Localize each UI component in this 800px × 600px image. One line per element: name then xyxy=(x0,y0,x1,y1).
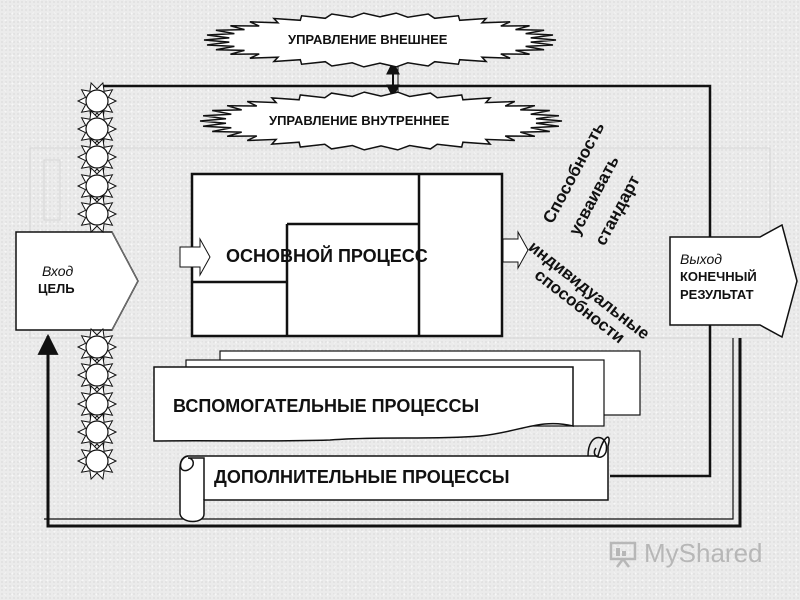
process-outlet-arrow xyxy=(502,230,529,270)
feedback-loop-line xyxy=(37,333,742,528)
additional-scroll-curl-left xyxy=(179,455,205,500)
main-process-label: ОСНОВНОЙ ПРОЦЕСС xyxy=(226,246,428,266)
input-arrow-shadow xyxy=(111,231,139,331)
presentation-board-icon xyxy=(609,541,637,568)
process-inlet-arrow xyxy=(179,237,211,277)
gear-icon xyxy=(76,441,118,481)
internal-control-cloud xyxy=(199,91,563,151)
gear-icon xyxy=(76,81,118,121)
additional-scroll-curl-right xyxy=(587,436,608,458)
output-title: Выход xyxy=(680,251,723,267)
output-line-1: КОНЕЧНЫЙ xyxy=(680,269,757,284)
output-arrow xyxy=(669,223,798,339)
gear-icon xyxy=(76,412,118,452)
output-box: Выход КОНЕЧНЫЙ РЕЗУЛЬТАТ xyxy=(680,250,757,304)
gear-icon xyxy=(76,137,118,177)
auxiliary-processes-label: ВСПОМОГАТЕЛЬНЫЕ ПРОЦЕССЫ xyxy=(173,396,480,416)
watermark: MyShared xyxy=(608,538,763,569)
gear-column-top xyxy=(76,81,118,234)
gear-column-bottom xyxy=(76,327,118,481)
gear-icon xyxy=(76,327,118,367)
gear-icon xyxy=(76,194,118,234)
main-process-box xyxy=(190,172,504,338)
auxiliary-sheet-front xyxy=(153,366,574,442)
watermark-text: MyShared xyxy=(644,538,763,568)
output-line-2: РЕЗУЛЬТАТ xyxy=(680,287,754,302)
input-title: Вход xyxy=(42,263,74,279)
gear-icon xyxy=(76,109,118,149)
input-label: ЦЕЛЬ xyxy=(38,281,75,296)
internal-control-label: УПРАВЛЕНИЕ ВНУТРЕННЕЕ xyxy=(269,113,450,128)
gear-icon xyxy=(76,384,118,424)
gear-icon xyxy=(76,166,118,206)
additional-processes-label: ДОПОЛНИТЕЛЬНЫЕ ПРОЦЕССЫ xyxy=(214,467,510,487)
background-band-inner xyxy=(43,159,61,221)
external-control-cloud xyxy=(203,12,557,68)
external-control-label: УПРАВЛЕНИЕ ВНЕШНЕЕ xyxy=(288,32,448,47)
input-box: Вход ЦЕЛЬ xyxy=(38,262,75,298)
gear-icon xyxy=(76,355,118,395)
feedback-loop-line-inner xyxy=(44,338,734,520)
